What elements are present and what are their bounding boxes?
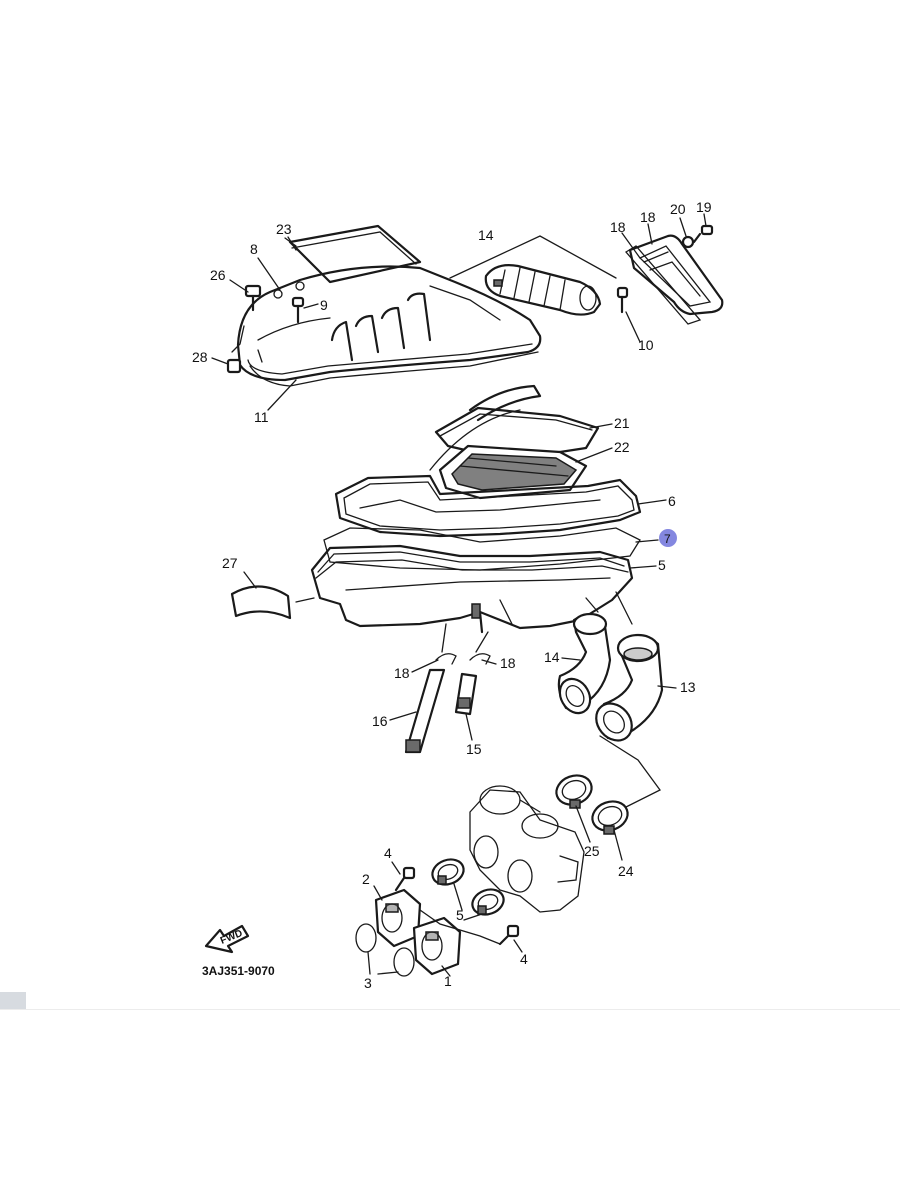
drawing-code: 3AJ351-9070 [202, 964, 275, 978]
callout-18-right: 18 [500, 655, 516, 671]
callout-21: 19 [696, 199, 712, 215]
part-1-joint [412, 916, 462, 976]
callout-20: 18 [610, 219, 626, 235]
callout-24: 22 [614, 439, 630, 455]
callout-8: 7 [664, 532, 671, 546]
part-18-clip-left [435, 653, 457, 665]
part-11-screw [616, 286, 629, 314]
callout-2: 2 [362, 871, 370, 887]
leader-lines [211, 213, 707, 977]
callout-1: 1 [444, 973, 452, 989]
callout-16: 15 [466, 741, 482, 757]
callout-28: 26 [210, 267, 226, 283]
part-6-air-box-case [310, 544, 634, 634]
callout-3: 3 [364, 975, 372, 991]
callout-11: 10 [638, 337, 654, 353]
callout-17: 16 [372, 713, 388, 729]
callout-30: 28 [192, 349, 208, 365]
callout-6: 5 [658, 557, 666, 573]
part-30-plug [226, 358, 242, 374]
part-29-cap [230, 585, 292, 620]
part-27-clamp [555, 774, 593, 809]
part-10-screw [291, 296, 305, 324]
part-22-washer [681, 235, 695, 249]
part-14-carburetor-joint [557, 612, 612, 715]
highlight-marker [659, 529, 677, 547]
part-16-drain-plug [454, 672, 478, 716]
part-3-o-ring-left [355, 923, 377, 953]
part-21-screw [692, 224, 714, 244]
callout-10: 9 [320, 297, 328, 313]
callout-labels: 23 8 26 9 28 11 14 18 18 20 19 10 21 22 … [192, 199, 712, 991]
callout-4-lower: 4 [520, 951, 528, 967]
callout-12: 11 [254, 409, 269, 425]
callout-15: 14 [478, 227, 494, 243]
callout-7: 6 [668, 493, 676, 509]
part-12-air-box-cover [236, 265, 542, 387]
callout-9: 8 [250, 241, 258, 257]
part-8-gasket [323, 527, 641, 571]
part-3-o-ring-right [393, 947, 415, 977]
part-17-drain-hose [404, 668, 446, 754]
part-7-filter-frame [334, 474, 642, 538]
callout-23: 21 [614, 415, 630, 431]
callout-4-upper: 4 [384, 845, 392, 861]
callout-25: 23 [276, 221, 292, 237]
page-edge-tab [0, 992, 26, 1010]
part-24-filter-element [438, 444, 588, 500]
part-2-joint [374, 888, 422, 948]
callout-5: 5 [456, 907, 464, 923]
callout-22: 20 [670, 201, 686, 217]
callout-18-left: 18 [394, 665, 410, 681]
forward-arrow-icon: FWD [204, 924, 250, 954]
part-4-screw-upper [394, 866, 416, 892]
callout-19: 18 [640, 209, 656, 225]
page-divider [0, 1009, 900, 1010]
callout-29: 27 [222, 555, 238, 571]
callout-27: 25 [584, 843, 600, 859]
callout-14: 14 [544, 649, 560, 665]
part-13-carburetor-joint [595, 633, 664, 742]
part-26-clamp [591, 800, 629, 835]
carburetor-assembly [469, 785, 585, 913]
part-18-clip-right [469, 653, 491, 665]
part-5-clamp-upper [431, 858, 465, 886]
part-25-filter-element [287, 224, 422, 284]
part-4-screw-lower [498, 924, 520, 946]
callout-26: 24 [618, 863, 634, 879]
callout-13: 13 [680, 679, 696, 695]
part-19-inlet-cover [628, 234, 724, 316]
part-15-intake-duct [484, 264, 602, 316]
